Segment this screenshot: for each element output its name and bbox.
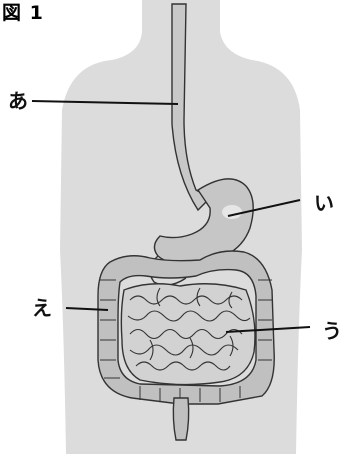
label-a: あ (8, 90, 28, 112)
label-u: う (322, 320, 342, 342)
rectum (173, 398, 188, 440)
label-e: え (32, 297, 52, 319)
label-i: い (314, 192, 334, 214)
